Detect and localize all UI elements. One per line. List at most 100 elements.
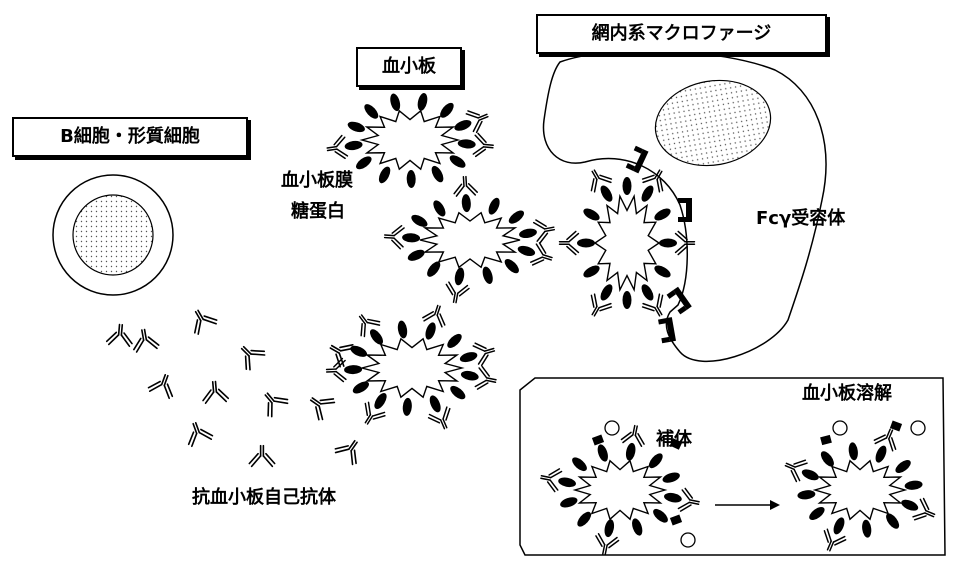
glycoprotein: [641, 284, 654, 301]
glycoprotein: [659, 238, 677, 248]
glycoprotein: [901, 499, 919, 511]
glycoprotein: [454, 120, 472, 131]
bound-antibody: [472, 132, 494, 158]
glycoprotein: [402, 397, 412, 416]
bound-antibody: [674, 230, 696, 256]
platelet-2: [383, 175, 555, 304]
fc-receptor: [666, 286, 692, 315]
complement-fragment: [669, 438, 683, 450]
glycoprotein: [397, 320, 408, 339]
glycoprotein: [577, 511, 592, 527]
bound-antibody: [364, 401, 386, 425]
glycoprotein: [425, 322, 436, 340]
platelet-lysed: [784, 428, 936, 552]
bound-antibody: [595, 533, 620, 556]
bound-antibody: [532, 219, 555, 244]
autoantibody-label: 抗血小板自己抗体: [192, 487, 336, 508]
bound-antibody: [873, 428, 897, 452]
bound-antibody: [453, 175, 478, 197]
bound-antibody: [641, 293, 664, 317]
glycoprotein: [577, 238, 595, 248]
free-autoantibody: [248, 444, 276, 468]
complement-fragment: [669, 514, 683, 526]
free-autoantibody: [240, 345, 266, 371]
glycoprotein: [833, 517, 845, 535]
glycoprotein: [560, 497, 578, 508]
glycoprotein: [583, 265, 600, 278]
bound-antibody: [823, 528, 847, 552]
glycoprotein: [797, 490, 816, 500]
platelet-3: [325, 304, 497, 430]
platelets-layer: [325, 93, 936, 556]
glycoprotein: [406, 170, 416, 188]
glycoprotein: [417, 93, 428, 111]
free-autoantibody: [202, 380, 230, 405]
glycoprotein: [374, 393, 387, 409]
glycoprotein: [431, 165, 444, 183]
complement-c1q: [680, 532, 696, 548]
macrophage: [542, 49, 827, 362]
glycoprotein: [654, 208, 671, 221]
glycoprotein: [356, 156, 372, 170]
free-autoantibody: [309, 397, 336, 421]
glycoprotein: [895, 459, 911, 474]
glycoprotein: [352, 381, 370, 394]
bound-antibody: [427, 406, 451, 430]
glycoprotein: [622, 177, 632, 195]
glycoprotein: [407, 249, 425, 261]
bound-antibody: [326, 134, 349, 160]
complement-fragment: [591, 434, 605, 446]
macrophage-nucleus: [654, 79, 772, 167]
free-autoantibody: [329, 343, 355, 368]
b-cell: [52, 174, 174, 296]
glycoprotein: [508, 210, 525, 224]
platelet-membrane: [593, 193, 661, 293]
glycoprotein: [454, 267, 465, 286]
glycoprotein: [558, 477, 576, 488]
glycoprotein: [625, 442, 636, 461]
glycoprotein: [604, 519, 615, 538]
bound-antibody: [472, 342, 496, 367]
glycoprotein: [427, 261, 441, 277]
glycoprotein: [641, 185, 654, 202]
fc-receptor: [625, 145, 649, 174]
glycoprotein: [429, 395, 441, 413]
glycoprotein: [440, 102, 454, 118]
complement-components: [591, 420, 926, 548]
fc-receptors: [625, 145, 692, 344]
glycoprotein: [450, 385, 466, 400]
glycoprotein: [886, 513, 900, 529]
fc-gamma-receptor-label: Fcγ受容体: [756, 208, 846, 229]
platelet-membrane: [812, 459, 908, 521]
glycoprotein-label-line2: 糖蛋白: [291, 201, 345, 222]
free-antibodies-layer: [105, 309, 358, 468]
glycoprotein: [662, 472, 680, 483]
reaction-arrow: [715, 500, 780, 510]
bound-antibody: [358, 314, 381, 338]
glycoprotein: [460, 370, 479, 381]
glycoprotein: [653, 508, 668, 523]
free-autoantibody: [334, 439, 358, 466]
complement-fragment: [820, 434, 832, 446]
macrophage-label: 網内系マクロファージ: [536, 14, 827, 54]
platelet-label: 血小板: [356, 47, 462, 87]
glycoprotein: [809, 506, 825, 521]
glycoprotein: [433, 200, 446, 217]
platelet-membrane: [419, 211, 521, 269]
free-autoantibody: [193, 309, 218, 335]
b-cell-nucleus: [72, 194, 154, 276]
glycoprotein: [488, 197, 500, 215]
bound-antibody: [641, 169, 664, 193]
glycoprotein: [390, 93, 401, 112]
glycoprotein: [904, 480, 923, 490]
glycoprotein: [583, 208, 600, 221]
bound-antibody: [540, 468, 563, 493]
glycoprotein: [378, 166, 391, 184]
bound-antibody: [445, 281, 470, 304]
glycoprotein: [664, 492, 682, 503]
platelet-lysis-label: 血小板溶解: [802, 383, 892, 404]
glycoprotein-label-line1: 血小板膜: [281, 170, 353, 191]
glycoprotein: [648, 453, 663, 469]
glycoprotein: [862, 519, 872, 538]
